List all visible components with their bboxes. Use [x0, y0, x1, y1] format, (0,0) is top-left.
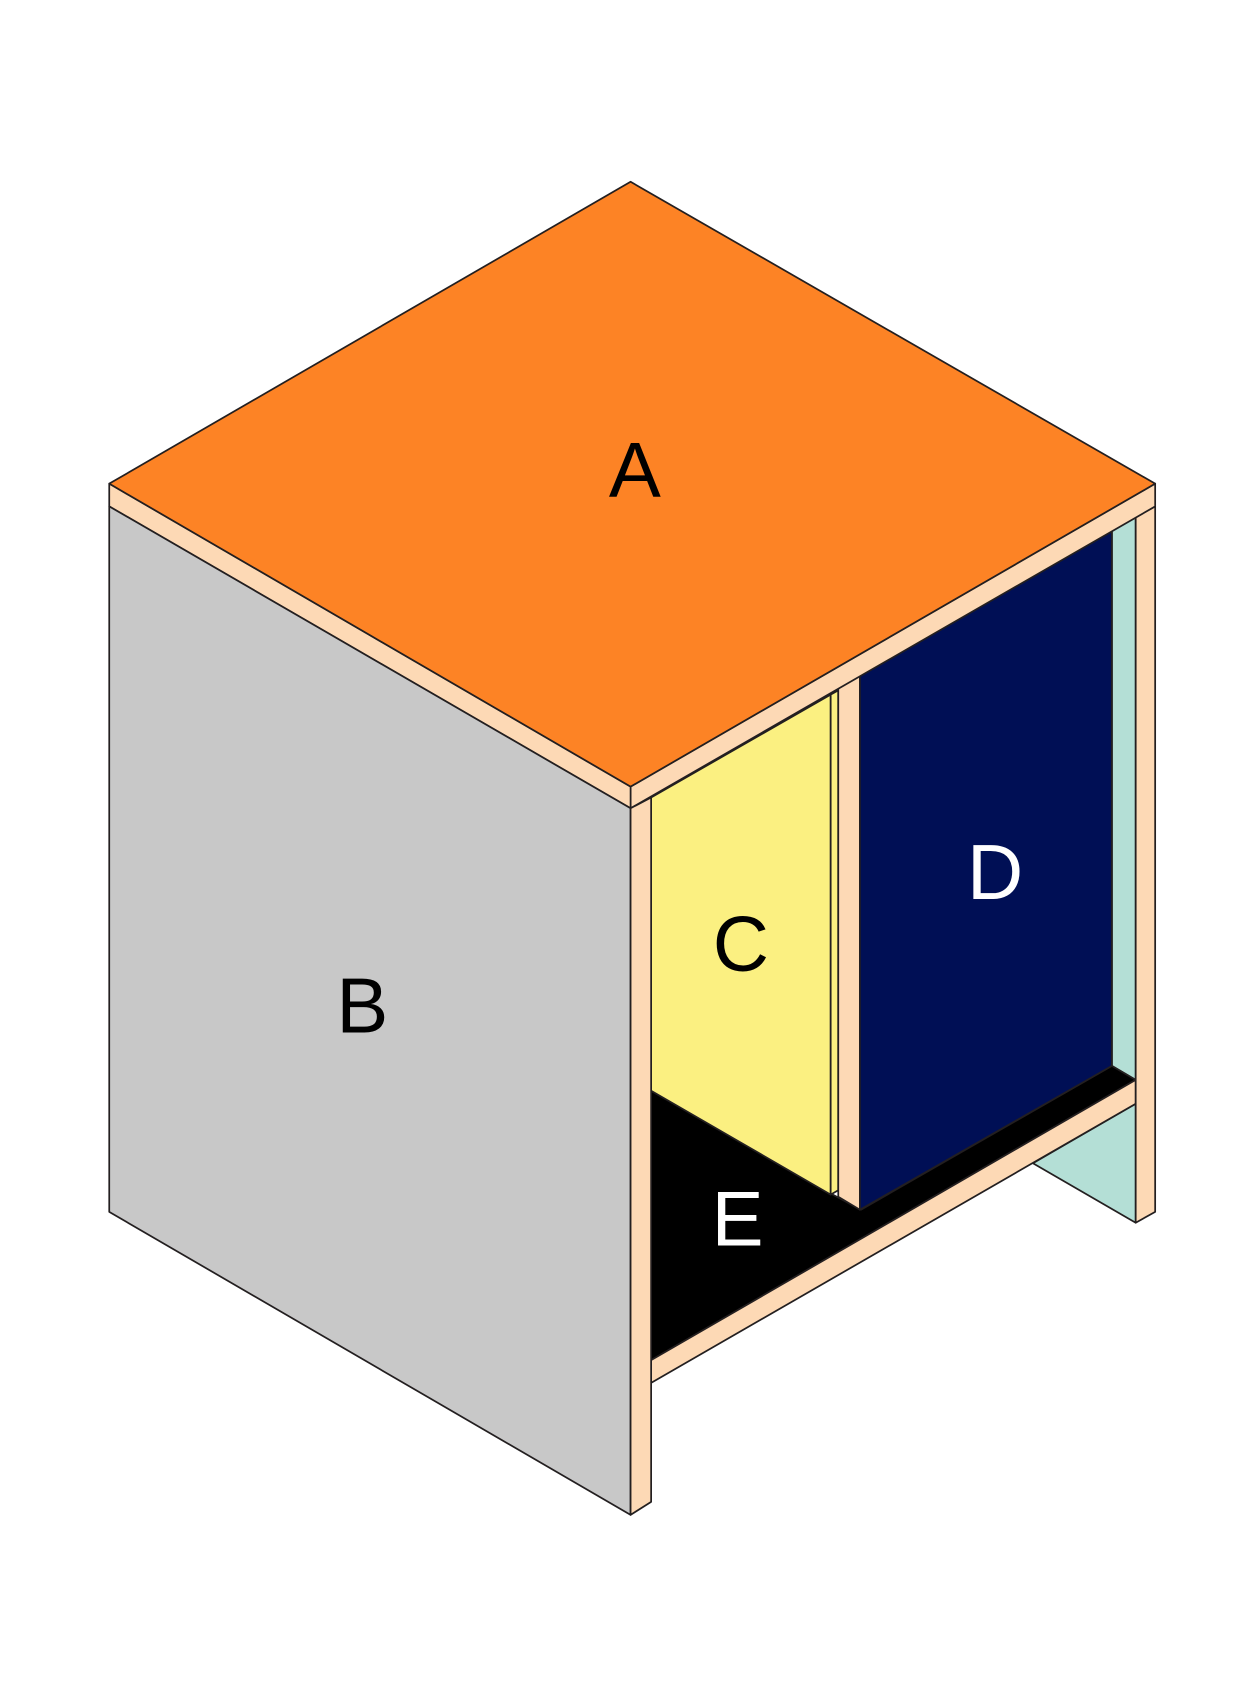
front-post	[629, 796, 652, 1516]
divider-post	[837, 670, 861, 1211]
label-b: B	[336, 961, 388, 1049]
back-panel	[1111, 516, 1137, 1081]
back-right-post	[1134, 505, 1157, 1224]
label-a: A	[609, 426, 661, 514]
divider-edge	[829, 689, 840, 1196]
label-d: D	[967, 828, 1023, 916]
panel-a-top	[108, 180, 1157, 788]
label-c: C	[713, 900, 769, 988]
label-e: E	[712, 1174, 764, 1262]
